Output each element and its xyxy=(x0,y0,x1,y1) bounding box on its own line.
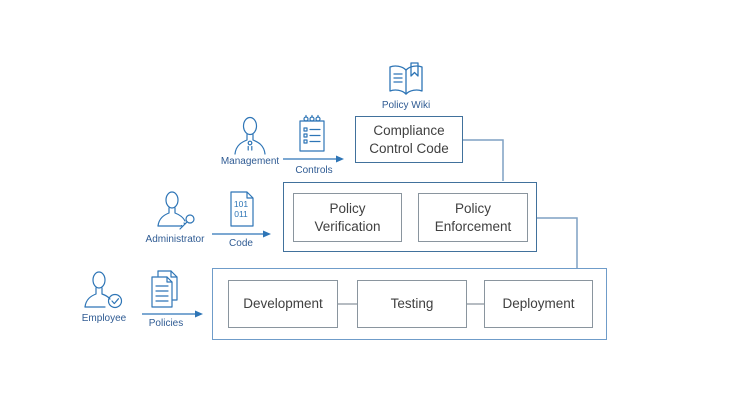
connector-compliance-to-policy-group xyxy=(462,139,504,181)
employee-label: Employee xyxy=(81,313,127,324)
employee-person-icon xyxy=(84,271,123,309)
policy-verification-text: Policy Verification xyxy=(314,200,381,234)
deployment-text: Deployment xyxy=(502,296,575,312)
development-box: Development xyxy=(228,280,338,328)
deployment-box: Deployment xyxy=(484,280,593,328)
code-file-icon: 101 011 xyxy=(230,191,254,227)
pipeline-container xyxy=(212,268,607,340)
development-text: Development xyxy=(243,296,323,312)
policy-enforcement-text: Policy Enforcement xyxy=(434,200,512,234)
compliance-control-code-box: Compliance Control Code xyxy=(355,116,463,163)
administrator-person-icon xyxy=(157,191,195,230)
controls-checklist-icon xyxy=(299,114,325,152)
code-arrow xyxy=(212,230,271,238)
management-person-icon xyxy=(234,116,266,155)
code-label: Code xyxy=(229,238,253,249)
controls-arrow xyxy=(283,155,344,163)
policies-arrow xyxy=(142,310,203,318)
testing-text: Testing xyxy=(390,296,434,312)
policy-verification-box: Policy Verification xyxy=(293,193,402,242)
testing-box: Testing xyxy=(357,280,467,328)
policy-wiki-label: Policy Wiki xyxy=(381,100,431,111)
code-file-text-line1: 101 xyxy=(234,199,248,209)
policy-group-container xyxy=(283,182,537,252)
controls-label: Controls xyxy=(295,165,333,176)
policy-wiki-book-icon xyxy=(389,62,423,95)
policies-label: Policies xyxy=(148,318,184,329)
policy-enforcement-box: Policy Enforcement xyxy=(418,193,528,242)
policies-documents-icon xyxy=(151,270,178,308)
code-file-text-line2: 011 xyxy=(234,209,248,219)
connector-policy-group-to-pipeline xyxy=(537,217,578,268)
administrator-label: Administrator xyxy=(145,234,205,245)
management-label: Management xyxy=(220,156,280,167)
compliance-control-code-text: Compliance Control Code xyxy=(369,122,449,156)
